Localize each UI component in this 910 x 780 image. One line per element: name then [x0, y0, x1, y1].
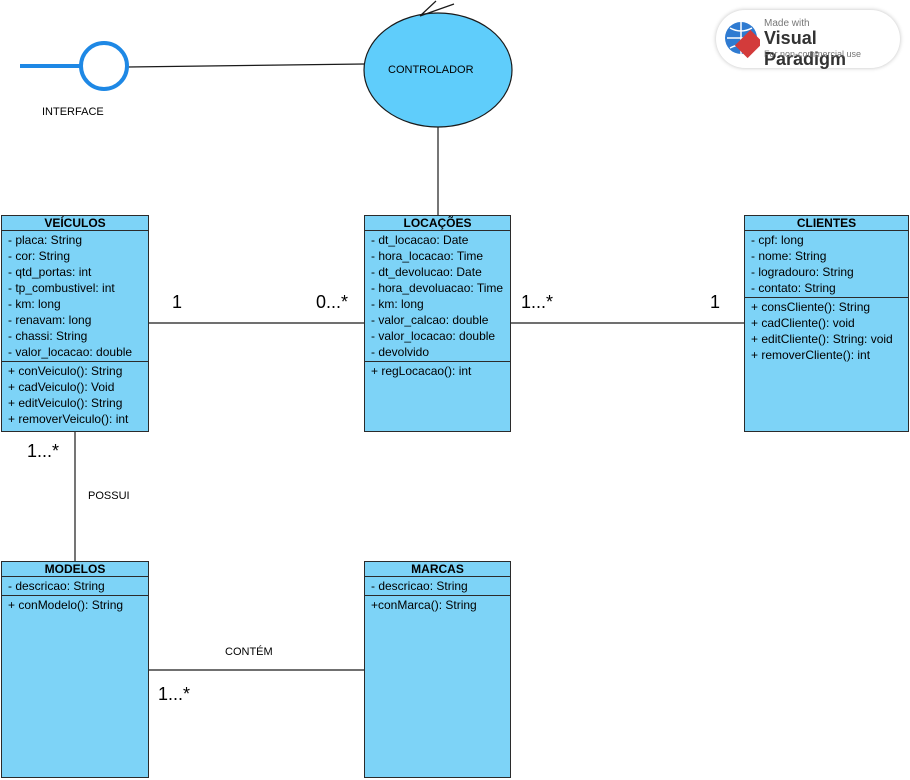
class-clientes-attributes: - cpf: long - nome: String - logradouro:…	[745, 231, 908, 298]
method: + editVeiculo(): String	[8, 396, 123, 410]
class-marcas[interactable]: MARCAS - descricao: String +conMarca(): …	[364, 561, 511, 778]
interface-label: INTERFACE	[42, 106, 104, 118]
attribute: - qtd_portas: int	[8, 265, 92, 279]
attribute: - contato: String	[751, 281, 836, 295]
class-modelos[interactable]: MODELOS - descricao: String + conModelo(…	[1, 561, 149, 778]
watermark-made-with: Made with	[764, 18, 810, 29]
attribute: - valor_locacao: double	[371, 329, 496, 343]
visual-paradigm-badge: Made with Visual Paradigm For non-commer…	[716, 10, 900, 69]
attribute: - chassi: String	[8, 329, 88, 343]
multiplicity-modelos-marcas: 1...*	[158, 684, 191, 704]
interface-circle-icon[interactable]	[79, 41, 129, 91]
class-modelos-methods: + conModelo(): String	[2, 596, 148, 614]
class-locacoes-attributes: - dt_locacao: Date - hora_locacao: Time …	[365, 231, 510, 362]
multiplicity-locacoes-clientes-a: 1...*	[521, 292, 554, 312]
relation-contem-label: CONTÉM	[225, 646, 273, 658]
attribute: - renavam: long	[8, 313, 92, 327]
watermark-subtitle: For non-commercial use	[764, 49, 862, 59]
method: + editCliente(): String: void	[751, 332, 893, 346]
method: + cadVeiculo(): Void	[8, 380, 115, 394]
controller-label: CONTROLADOR	[388, 64, 474, 76]
class-clientes[interactable]: CLIENTES - cpf: long - nome: String - lo…	[744, 215, 909, 432]
method: + regLocacao(): int	[371, 364, 472, 378]
attribute: - km: long	[371, 297, 424, 311]
class-marcas-attributes: - descricao: String	[365, 577, 510, 596]
attribute: - valor_locacao: double	[8, 345, 133, 359]
attribute: - dt_devolucao: Date	[371, 265, 482, 279]
attribute: - descricao: String	[8, 579, 105, 593]
method: + consCliente(): String	[751, 300, 871, 314]
attribute: - valor_calcao: double	[371, 313, 489, 327]
multiplicity-veiculos-modelos: 1...*	[27, 441, 60, 461]
interface-controller-line	[127, 63, 365, 68]
attribute: - placa: String	[8, 233, 83, 247]
method: + removerCliente(): int	[751, 348, 871, 362]
attribute: - descricao: String	[371, 579, 468, 593]
method: + removerVeiculo(): int	[8, 412, 129, 426]
attribute: - tp_combustivel: int	[8, 281, 115, 295]
class-marcas-title: MARCAS	[365, 562, 510, 577]
class-locacoes[interactable]: LOCAÇÕES - dt_locacao: Date - hora_locac…	[364, 215, 511, 432]
class-modelos-attributes: - descricao: String	[2, 577, 148, 596]
attribute: - hora_devoluacao: Time	[371, 281, 504, 295]
class-modelos-title: MODELOS	[2, 562, 148, 577]
attribute: - nome: String	[751, 249, 827, 263]
attribute: - dt_locacao: Date	[371, 233, 469, 247]
controller-ellipse[interactable]	[363, 12, 513, 128]
method: + cadCliente(): void	[751, 316, 855, 330]
attribute: - km: long	[8, 297, 61, 311]
class-veiculos-methods: + conVeiculo(): String + cadVeiculo(): V…	[2, 362, 148, 428]
watermark-product: Visual Paradigm	[764, 28, 847, 69]
attribute: - cor: String	[8, 249, 71, 263]
class-clientes-methods: + consCliente(): String + cadCliente(): …	[745, 298, 908, 364]
class-veiculos-attributes: - placa: String - cor: String - qtd_port…	[2, 231, 148, 362]
class-marcas-methods: +conMarca(): String	[365, 596, 510, 614]
class-locacoes-methods: + regLocacao(): int	[365, 362, 510, 380]
class-clientes-title: CLIENTES	[745, 216, 908, 231]
relation-possui-label: POSSUI	[88, 490, 130, 502]
attribute: - devolvido	[371, 345, 430, 359]
multiplicity-veiculos-locacoes-a: 1	[172, 292, 183, 312]
class-locacoes-title: LOCAÇÕES	[365, 216, 510, 231]
class-veiculos-title: VEÍCULOS	[2, 216, 148, 231]
multiplicity-locacoes-clientes-b: 1	[710, 292, 721, 312]
method: + conVeiculo(): String	[8, 364, 123, 378]
attribute: - cpf: long	[751, 233, 804, 247]
visual-paradigm-logo-icon	[725, 22, 760, 59]
class-veiculos[interactable]: VEÍCULOS - placa: String - cor: String -…	[1, 215, 149, 432]
attribute: - logradouro: String	[751, 265, 854, 279]
attribute: - hora_locacao: Time	[371, 249, 484, 263]
controller-arrow-icon	[419, 0, 455, 17]
multiplicity-veiculos-locacoes-b: 0...*	[316, 292, 349, 312]
method: + conModelo(): String	[8, 598, 124, 612]
method: +conMarca(): String	[371, 598, 477, 612]
